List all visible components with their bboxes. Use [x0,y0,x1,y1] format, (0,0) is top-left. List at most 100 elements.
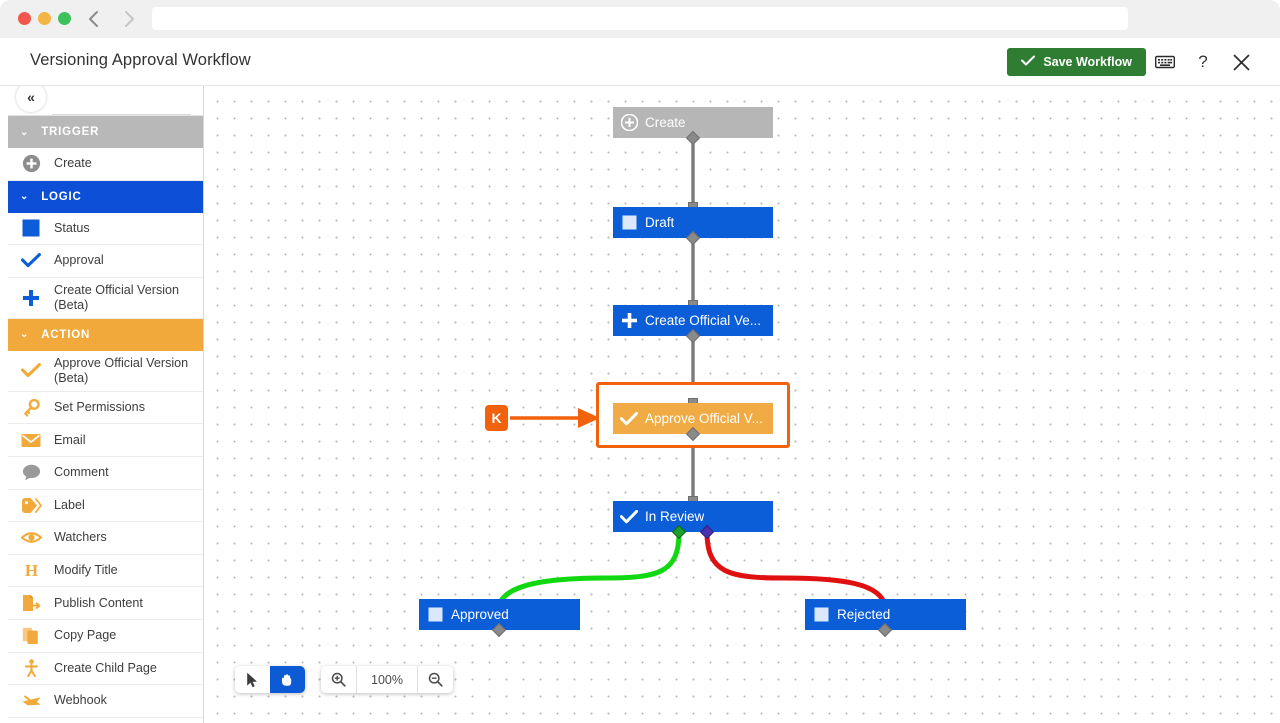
node-label: Draft [645,215,675,230]
sidebar-item-label[interactable]: Label [8,489,203,523]
sidebar-item-create[interactable]: Create [8,148,203,181]
sidebar: « ⌄ TRIGGER Create ⌄ LOGIC Status [8,86,204,723]
webhook-plane-icon [8,693,54,709]
sidebar-item-label: Create Official Version (Beta) [54,282,180,312]
sidebar-item-label: Publish Content [54,595,143,610]
plus-circle-icon [8,154,54,173]
close-icon[interactable] [1222,47,1260,77]
node-create-official-version[interactable]: Create Official Ve... [613,305,773,336]
chevron-down-icon: ⌄ [20,191,30,203]
sidebar-item-label: Create Child Page [54,660,157,675]
envelope-icon [8,433,54,448]
sidebar-item-copy-page[interactable]: Copy Page [8,619,203,653]
sidebar-item-webhook[interactable]: Webhook [8,685,203,718]
canvas-mode-toolbar [235,666,305,693]
sidebar-item-status[interactable]: Status [8,212,203,246]
node-label: Approve Official V... [645,411,763,426]
close-window-button[interactable] [18,12,31,25]
address-bar[interactable] [152,7,1128,30]
node-approved[interactable]: Approved [419,599,580,630]
sidebar-item-create-official-version[interactable]: Create Official Version (Beta) [8,277,203,319]
sidebar-item-modify-title[interactable]: H Modify Title [8,554,203,588]
node-in-review[interactable]: In Review [613,501,773,532]
forward-arrow-icon[interactable] [116,6,142,32]
chevron-down-icon: ⌄ [20,329,30,341]
back-arrow-icon[interactable] [80,6,106,32]
check-icon [8,363,54,378]
sidebar-item-label: Webhook [54,693,107,708]
zoom-in-icon[interactable] [321,666,356,693]
speech-bubble-icon [8,464,54,481]
workflow-canvas[interactable]: Create Draft Create Official Ve... [204,86,1280,723]
canvas-zoom-toolbar: 100% [321,666,453,693]
minimize-window-button[interactable] [38,12,51,25]
node-label: Create Official Ve... [645,313,762,328]
sidebar-item-approve-official-version[interactable]: Approve Official Version (Beta) [8,350,203,392]
zoom-level-label: 100% [356,666,418,693]
zoom-out-icon[interactable] [418,666,453,693]
edge-inreview-rejected [704,529,888,609]
header-actions: Save Workflow ? [1007,47,1260,77]
sidebar-section-action[interactable]: ⌄ ACTION [8,318,203,351]
traffic-lights [18,12,71,25]
sidebar-item-comment[interactable]: Comment [8,456,203,490]
sidebar-item-label: Email [54,432,86,447]
node-label: Rejected [837,607,891,622]
sidebar-item-label: Approve Official Version (Beta) [54,355,189,385]
sidebar-item-label: Copy Page [54,628,117,643]
node-create[interactable]: Create [613,107,773,138]
sidebar-item-label: Modify Title [54,563,118,578]
check-icon [1021,55,1036,69]
help-icon[interactable]: ? [1198,52,1208,71]
annotation-arrow-head [578,408,600,428]
save-workflow-label: Save Workflow [1043,55,1132,69]
square-icon [805,607,837,622]
browser-nav [80,6,142,32]
app-header: Versioning Approval Workflow Save Workfl… [0,38,1280,86]
cursor-arrow-icon[interactable] [235,666,270,693]
check-icon [8,253,54,268]
page-title: Versioning Approval Workflow [30,51,251,69]
sidebar-collapse-button[interactable]: « [16,86,46,112]
sidebar-item-set-permissions[interactable]: Set Permissions [8,391,203,425]
sidebar-section-label: LOGIC [41,190,82,203]
heading-h-icon: H [8,562,54,579]
node-label: Approved [451,607,509,622]
check-icon [613,411,645,426]
publish-icon [8,594,54,612]
sidebar-section-label: ACTION [41,328,91,341]
sidebar-item-label: Comment [54,465,109,480]
sidebar-section-label: TRIGGER [41,126,100,138]
key-icon [8,398,54,417]
sidebar-item-email[interactable]: Email [8,424,203,457]
plus-circle-icon [613,114,645,131]
sidebar-divider [52,114,191,115]
sidebar-item-label: Watchers [54,530,107,545]
keyboard-icon[interactable] [1146,47,1184,77]
annotation-marker-k: K [485,405,508,431]
sidebar-section-logic[interactable]: ⌄ LOGIC [8,180,203,213]
sidebar-item-create-child-page[interactable]: Create Child Page [8,652,203,686]
child-page-icon [8,659,54,678]
copy-icon [8,627,54,645]
svg-text:H: H [24,562,37,579]
node-label: In Review [645,509,705,524]
node-approve-official-version[interactable]: Approve Official V... [613,403,773,434]
save-workflow-button[interactable]: Save Workflow [1007,48,1146,76]
sidebar-item-watchers[interactable]: Watchers [8,522,203,555]
square-icon [613,215,645,230]
sidebar-item-label: Set Permissions [54,400,145,415]
square-icon [8,219,54,237]
sidebar-section-trigger[interactable]: ⌄ TRIGGER [8,116,203,148]
sidebar-item-label: Status [54,220,90,235]
square-icon [419,607,451,622]
sidebar-item-publish-content[interactable]: Publish Content [8,587,203,620]
sidebar-top: « [8,86,203,116]
sidebar-item-label: Label [54,497,85,512]
edge-inreview-approved [496,529,682,609]
hand-icon[interactable] [270,666,305,693]
sidebar-item-approval[interactable]: Approval [8,245,203,278]
check-icon [613,509,645,524]
maximize-window-button[interactable] [58,12,71,25]
